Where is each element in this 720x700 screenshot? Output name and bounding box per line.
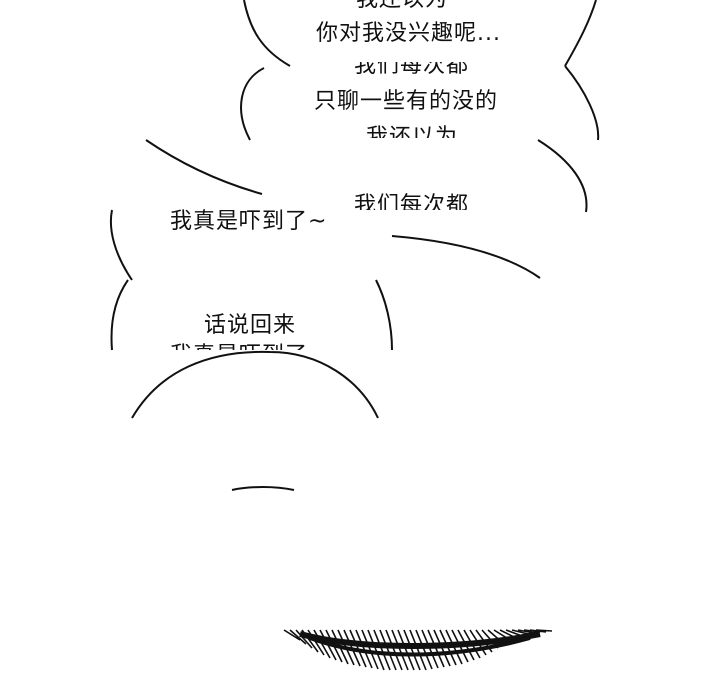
speech-bubble-4-outline bbox=[109, 139, 263, 281]
bubble-2-line-bottom-cut: 我还以为 bbox=[366, 125, 459, 138]
bubble-5-line-bottom-cut: 我真是吓到了 bbox=[170, 342, 308, 350]
bubble-1-line-main: 你对我没兴趣呢... bbox=[316, 21, 501, 46]
speech-bubble-5-outline bbox=[110, 279, 393, 351]
bubble-1-line-cut: 我还以为 bbox=[356, 0, 448, 14]
bubble-5-line-main: 话说回来 bbox=[204, 313, 297, 338]
bubble-4-line-main: 我真是吓到了~ bbox=[170, 209, 328, 234]
speech-bubble-2-top-cut: 我们每次都 bbox=[300, 62, 560, 78]
speech-bubble-5-bottom-cut: 我真是吓到了 bbox=[160, 342, 360, 350]
speech-bubble-2-outline bbox=[240, 65, 600, 141]
speech-bubble-6-outline bbox=[131, 350, 379, 419]
hair-drawing bbox=[283, 629, 553, 671]
speech-bubble-3-outline bbox=[391, 139, 588, 279]
speech-bubble-2-bottom-cut: 我还以为 bbox=[300, 120, 560, 138]
bubble-2-line-main: 只聊一些有的没的 bbox=[314, 89, 499, 114]
speech-bubble-1-cut-text: 我还以为 bbox=[300, 0, 560, 18]
speech-bubble-7-outline bbox=[231, 486, 295, 491]
speech-bubble-1-outline bbox=[243, 0, 597, 67]
speech-bubble-3-top-cut: 我们每次都 bbox=[340, 190, 540, 210]
bubble-3-line-top-cut: 我们每次都 bbox=[354, 193, 470, 210]
bubble-2-line-top-cut: 我们每次都 bbox=[354, 62, 470, 78]
